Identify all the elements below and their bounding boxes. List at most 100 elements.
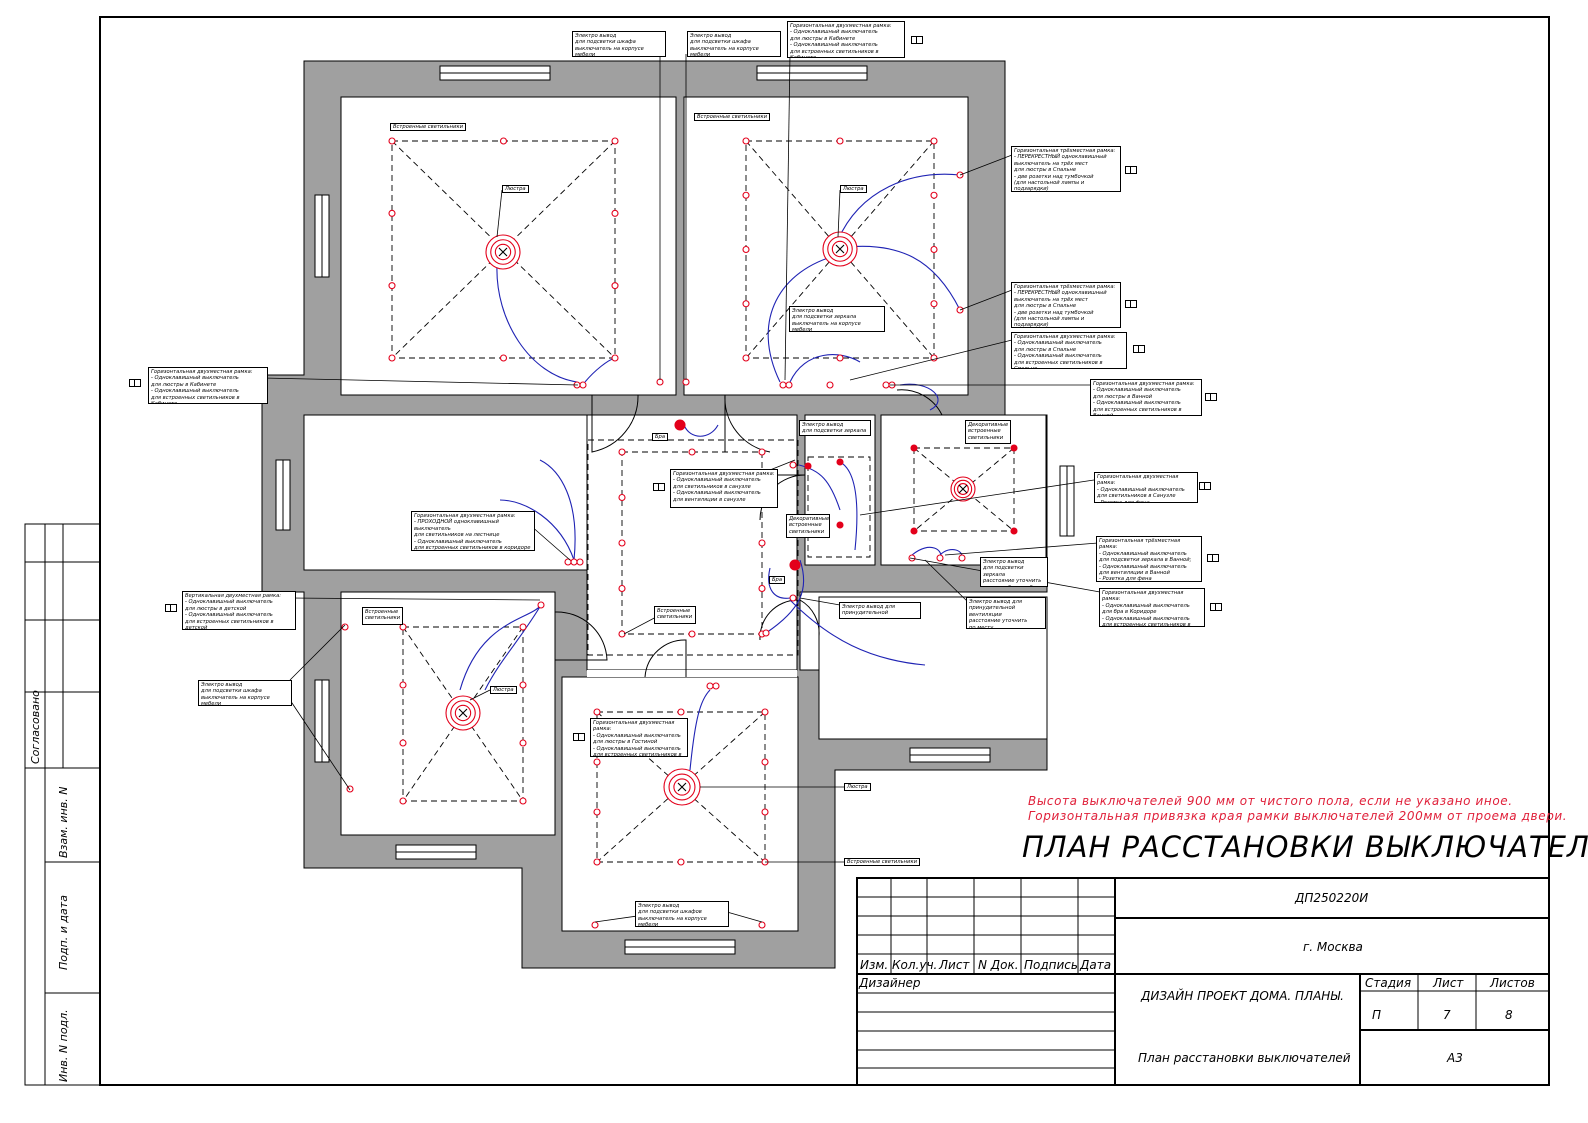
title-block-col-list: Лист <box>939 958 970 972</box>
label-builtin-bedroom: Встроенные светильники <box>694 113 770 121</box>
spotlight-icon <box>618 493 626 502</box>
callout-mirror-light-2: Электро вывод для подсветки зеркала расс… <box>980 557 1048 587</box>
switch-icon <box>785 381 793 389</box>
label-chandelier-cabinet: Люстра <box>502 185 529 193</box>
spotlight-icon <box>836 137 844 145</box>
spotlight-icon <box>611 137 619 145</box>
note-switch-height: Высота выключателей 900 мм от чистого по… <box>1028 794 1513 808</box>
chandelier-cross-icon <box>458 708 468 718</box>
callout-wc-switch: Горизонтальная двухместная рамка: - Одно… <box>670 469 778 508</box>
title-block-sheets-label: Листов <box>1490 976 1535 990</box>
spotlight-icon <box>761 708 769 716</box>
spotlight-icon <box>611 209 619 217</box>
label-chandelier-living: Люстра <box>844 783 871 791</box>
title-block-stage-label: Стадия <box>1365 976 1412 990</box>
callout-child-wardrobe: Электро вывод для подсветки шкафа выключ… <box>198 680 292 706</box>
title-block-sheet-name: План расстановки выключателей <box>1138 1051 1351 1065</box>
section-tag <box>1133 345 1145 353</box>
spotlight-icon <box>519 681 527 689</box>
section-tag <box>1207 554 1219 562</box>
callout-bedroom-switch-2: Горизонтальная трёхместная рамка: - ПЕРЕ… <box>1011 282 1121 328</box>
section-tag <box>573 733 585 741</box>
title-block-col-sign: Подпись <box>1024 958 1078 972</box>
callout-decor-lights-1: Декоративные встроенные светильники <box>965 420 1011 444</box>
drawing-title: ПЛАН РАССТАНОВКИ ВЫКЛЮЧАТЕЛЕЙ <box>1022 830 1588 864</box>
decor-light-icon <box>836 458 844 466</box>
spotlight-icon <box>519 739 527 747</box>
spotlight-icon <box>593 708 601 716</box>
title-block-designer: Дизайнер <box>859 976 921 990</box>
callout-cabinet-switch-left: Горизонтальная двухместная рамка: - Одно… <box>148 367 268 404</box>
spotlight-icon <box>758 584 766 593</box>
section-tag <box>1205 393 1217 401</box>
callout-bedroom-switch-1: Горизонтальная трёхместная рамка: - ПЕРЕ… <box>1011 146 1121 192</box>
side-stamp-sign-date: Подп. и дата <box>57 895 70 970</box>
decor-light-icon <box>804 462 812 470</box>
spotlight-icon <box>399 681 407 689</box>
spotlight-icon <box>836 354 844 362</box>
spotlight-icon <box>930 191 938 199</box>
wall-sconce-icon <box>674 419 686 431</box>
chandelier-cross-icon <box>677 782 687 792</box>
callout-decor-lights-2: Декоративные встроенные светильники <box>786 514 830 538</box>
side-stamp-agreed: Согласовано <box>29 690 42 764</box>
windows <box>275 65 1075 955</box>
switch-icon <box>826 381 834 389</box>
callout-cabinet-switch-top: Горизонтальная двухместная рамка: - Одно… <box>787 21 905 58</box>
label-chandelier-bedroom: Люстра <box>840 185 867 193</box>
section-tag <box>1199 482 1211 490</box>
side-stamp-inv-orig: Инв. N подл. <box>57 1009 70 1082</box>
callout-vent-2: Электро вывод для принудительной вентиля… <box>966 597 1046 629</box>
spotlight-icon <box>399 623 407 631</box>
spotlight-icon <box>499 137 508 145</box>
callout-vent-1: Электро вывод для принудительной вентиля… <box>839 602 921 619</box>
floor-plan-drawing <box>24 16 1550 1086</box>
callout-wardrobe-light-1: Электро вывод для подсветки шкафа выключ… <box>572 31 666 57</box>
callout-bath-switch: Горизонтальная двухместная рамка: - Одно… <box>1090 379 1202 416</box>
decor-light-icon <box>836 521 844 529</box>
spotlight-icon <box>593 858 601 866</box>
title-block-col-koluch: Кол.уч. <box>892 958 938 972</box>
label-builtin-child: Встроенные светильники <box>362 607 403 625</box>
chandelier-cross-icon <box>958 484 968 494</box>
label-bra-1: Бра <box>652 433 669 441</box>
callout-hall-switch: Горизонтальная двухместная рамка: - Одно… <box>1099 588 1205 627</box>
spotlight-icon <box>688 630 696 638</box>
spotlight-icon <box>399 797 407 805</box>
spotlight-icon <box>758 539 766 547</box>
section-tag <box>1210 603 1222 611</box>
room-stair <box>587 670 797 677</box>
chandelier-cross-icon <box>835 244 845 254</box>
spotlight-icon <box>618 539 626 547</box>
label-builtin-living: Встроенные светильники <box>844 858 920 866</box>
section-tag <box>165 604 177 612</box>
spotlight-icon <box>677 708 685 716</box>
callout-bedroom-switch-3: Горизонтальная двухместная рамка: - Одно… <box>1011 332 1127 369</box>
switch-icon <box>576 558 584 566</box>
switch-icon <box>537 601 545 609</box>
spotlight-icon <box>930 137 938 145</box>
title-block-col-date: Дата <box>1080 958 1112 972</box>
note-switch-offset: Горизонтальная привязка края рамки выклю… <box>1028 809 1568 823</box>
callout-corridor-switch: Горизонтальная двухместная рамка: - ПРОХ… <box>411 511 535 551</box>
section-tag <box>1125 166 1137 174</box>
spotlight-icon <box>742 245 750 254</box>
title-block-code: ДП250220И <box>1295 891 1369 905</box>
spotlight-icon <box>758 448 766 456</box>
title-block-project: ДИЗАЙН ПРОЕКТ ДОМА. ПЛАНЫ. <box>1141 989 1344 1003</box>
switch-icon <box>579 381 587 389</box>
title-block-city: г. Москва <box>1303 940 1363 954</box>
switch-icon <box>762 629 770 637</box>
spotlight-icon <box>499 354 508 362</box>
spotlight-icon <box>742 191 750 199</box>
spotlight-icon <box>388 354 396 362</box>
title-block-sheets: 8 <box>1505 1008 1513 1022</box>
callout-mirror-light: Электро вывод для подсветки зеркала выкл… <box>789 306 885 332</box>
side-stamp-inv-ref: Взам. инв. N <box>57 786 70 858</box>
spotlight-icon <box>618 448 626 456</box>
spotlight-icon <box>742 137 750 145</box>
callout-mirror-light-bath: Электро вывод для подсветки зеркала <box>799 420 871 436</box>
spotlight-icon <box>930 300 938 308</box>
title-block-col-ndok: N Док. <box>978 958 1019 972</box>
title-block-sheet-label: Лист <box>1433 976 1464 990</box>
